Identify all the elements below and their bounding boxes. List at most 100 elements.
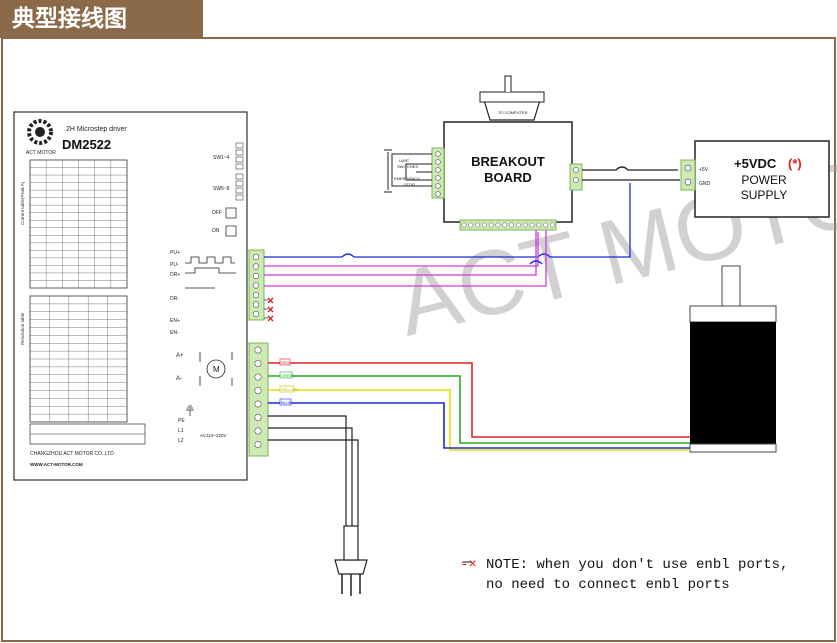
motor-flange [689,305,777,323]
motor-symbol-icon [206,359,226,379]
breakout-board: TO COMPUTER BREAKOUT BOARD LIMIT SWITCHE… [384,75,583,231]
sw-group-2-label: SW5~8 [213,186,230,192]
motor-symbol-letter: M [213,365,220,374]
signal-label-3: DR- [170,296,179,302]
terminal-screw [435,175,441,181]
terminal-screw [254,440,262,448]
terminal-screw [435,191,441,197]
terminal-screw [573,177,579,183]
breakout-output-terminal [459,219,557,231]
power-label-l2: L2 [178,438,184,444]
limit-switch-wiring [384,149,432,193]
dip-on-label: ON [212,228,220,234]
phase-label-a-minus: A- [176,376,182,382]
signal-label-5: EN- [170,330,179,336]
ground-icon [186,405,194,416]
sw-group-1-label: SW1~4 [213,155,230,161]
dip-switch [235,142,244,149]
terminal-screw [529,222,535,228]
diagram-frame [1,37,836,642]
ac-voltage-label: AC110~220V [200,433,227,438]
breakout-power-terminal [569,163,583,191]
terminal-screw [254,373,262,381]
terminal-screw [515,222,521,228]
terminal-screw [252,253,260,261]
terminal-screw [254,413,262,421]
dip-switch [235,163,244,170]
pulse-waveform-icon [185,256,236,289]
terminal-screw [468,222,474,228]
power-supply-line2: POWER [741,173,787,187]
motor-shaft [721,265,741,309]
motor-endcap [689,443,777,453]
note-line-1: NOTE: when you don't use enbl ports, [486,557,789,573]
power-label-l1: L1 [178,428,184,434]
driver-manufacturer: CHANGZHOU ACT MOTOR CO.,LTD [30,451,114,457]
control-signal-wires [264,183,631,287]
terminal-screw [435,159,441,165]
control-terminal-block [248,249,265,321]
wire-label-green: GREEN [281,373,295,378]
terminal-screw [495,222,501,228]
power-supply-body [694,140,830,218]
terminal-screw [481,222,487,228]
phase-label-a-plus: A+ [176,353,184,359]
stepper-motor [689,265,777,453]
motor-phase-wires [268,362,690,451]
power-label-pe: PE [178,418,185,424]
dip-switch [235,149,244,156]
note-line-2: no need to connect enbl ports [486,577,730,593]
dip-off-label: OFF [212,210,222,216]
stop-label: STOP [404,182,415,187]
signal-label-0: PU+ [170,250,180,256]
driver-website: WWW.ACT-MOTOR.COM [30,462,83,467]
terminal-screw [252,301,260,308]
terminal-screw [549,222,555,228]
dip-indicator-icon [225,207,237,237]
mains-plug-icon [334,525,368,596]
breakout-title-line1: BREAKOUT [471,154,545,169]
wire-label-blue: BLUE [281,400,292,405]
terminal-screw [254,346,262,354]
terminal-screw [522,222,528,228]
terminal-screw [435,183,441,189]
power-supply-marker: (*) [788,156,802,171]
terminal-screw [435,151,441,157]
terminal-screw [254,400,262,408]
terminal-screw [475,222,481,228]
terminal-screw [435,167,441,173]
terminal-screw [252,291,260,299]
dip-switch [235,173,244,180]
ps-terminal-gnd: GND [699,181,711,187]
breakout-body [443,121,573,223]
dip-switch [235,194,244,201]
driver-logo-text: ACT MOTOR [26,150,56,156]
terminal-screw [254,386,262,394]
breakout-input-terminal [431,147,445,199]
ac-mains-cable [268,415,359,526]
dip-switch [235,180,244,187]
terminal-screw [252,282,260,289]
terminal-screw [254,427,262,435]
power-supply-voltage: +5VDC [734,156,777,171]
terminal-screw [254,359,262,367]
current-table-label: Current table(Peak A) [20,181,25,225]
dip-switch [235,156,244,163]
power-supply-terminal [680,159,696,191]
emergency-label: EMERGENCY [394,176,420,181]
power-terminal-block [248,342,269,457]
terminal-screw [252,310,260,318]
terminal-screw [252,263,260,270]
driver-model: DM2522 [62,137,111,152]
resolution-table-label: Resolution table [20,312,25,345]
switches-label: SWITCHES [397,164,418,169]
motor-body [690,322,776,444]
breakout-title-line2: BOARD [484,170,532,185]
terminal-screw [461,222,467,228]
wire-label-yellow: YELLOW [281,387,298,392]
resolution-table [29,295,128,423]
note-marker: -× [460,557,477,573]
enbl-not-connected-markers [264,297,274,322]
